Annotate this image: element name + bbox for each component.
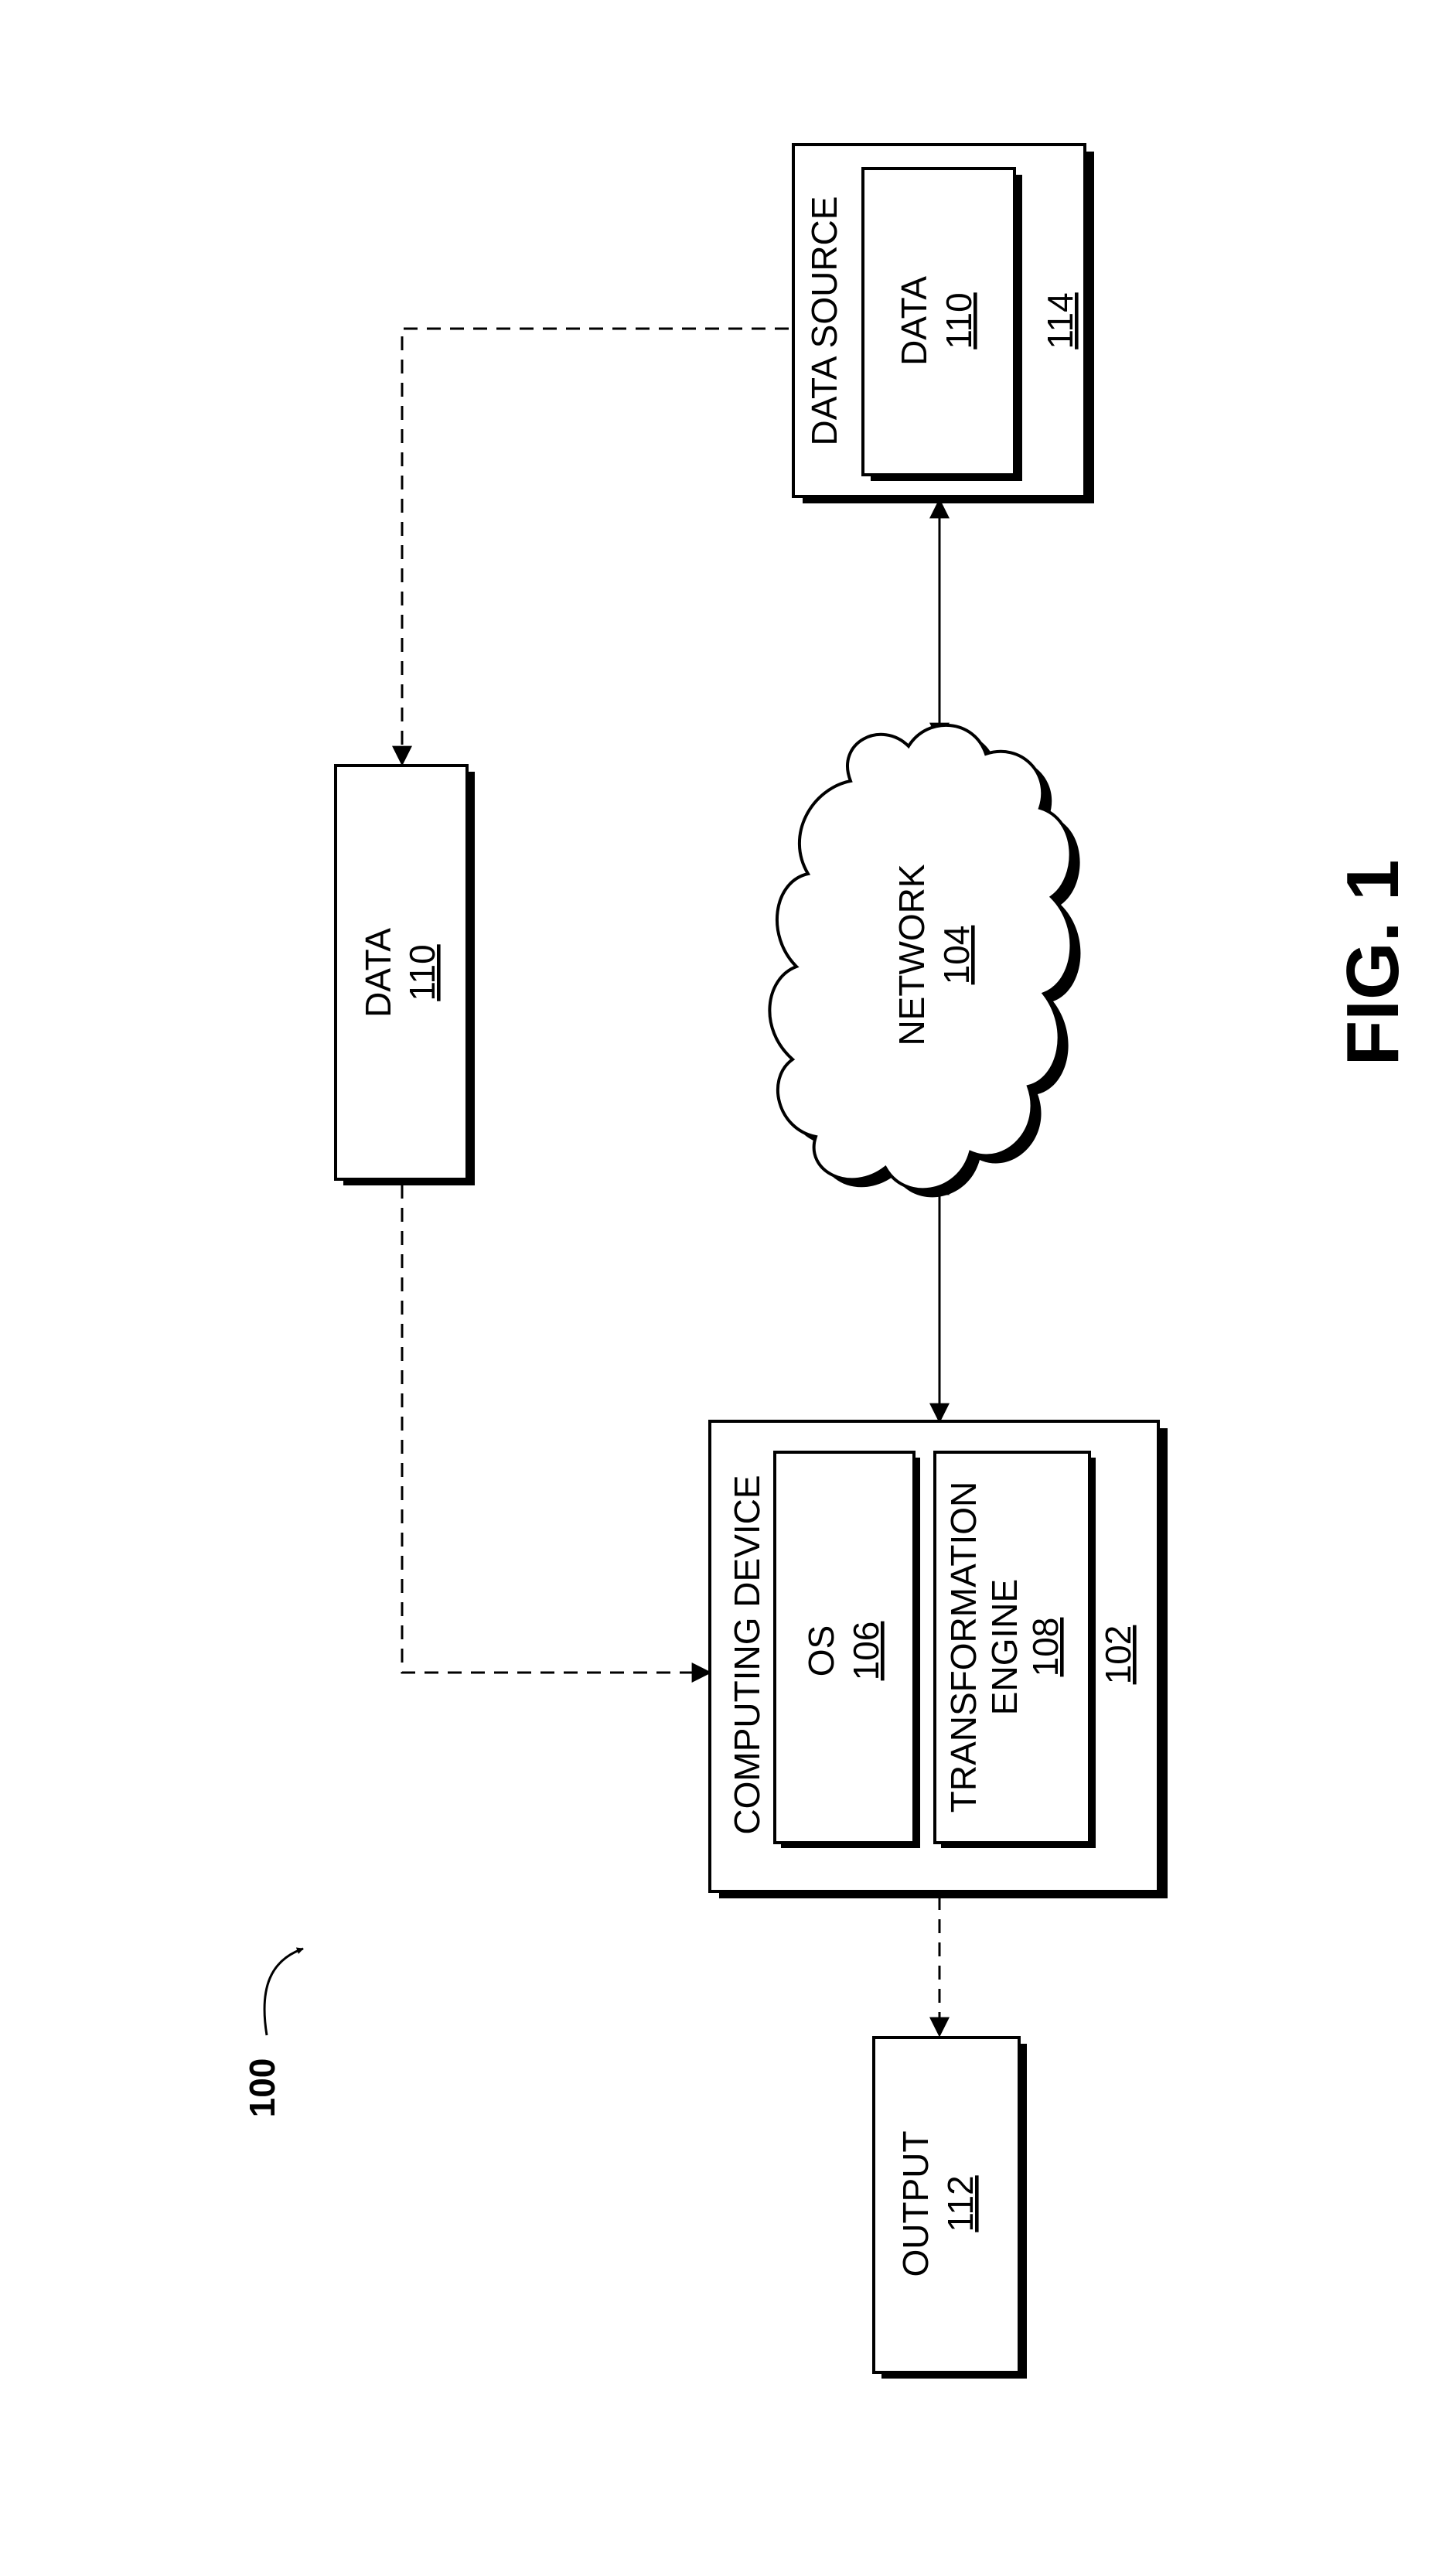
data-block: DATA 110 <box>336 766 475 1185</box>
data-source-box: DATA SOURCE DATA 110 114 <box>793 145 1094 503</box>
os-ref: 106 <box>846 1622 886 1681</box>
output-title: OUTPUT <box>895 2130 936 2276</box>
computing-device-ref: 102 <box>1098 1625 1138 1685</box>
computing-device-title: COMPUTING DEVICE <box>727 1475 767 1834</box>
data-source-inner-data-ref: 110 <box>939 292 979 349</box>
network-title: NETWORK <box>892 864 932 1045</box>
dashed-line-data-to-computing-device <box>402 1185 710 1673</box>
dashed-line-source-to-data <box>402 329 789 764</box>
system-reference: 100 <box>242 1949 303 2117</box>
output-box: OUTPUT 112 <box>874 2038 1027 2379</box>
engine-title-line2: ENGINE <box>984 1579 1025 1715</box>
network-cloud: NETWORK 104 <box>769 725 1080 1197</box>
data-source-ref: 114 <box>1040 292 1080 349</box>
os-title: OS <box>801 1625 841 1676</box>
system-ref-curved-arrow <box>264 1949 303 2035</box>
output-ref: 112 <box>940 2175 980 2232</box>
data-block-ref: 110 <box>402 944 442 1001</box>
computing-device-box: COMPUTING DEVICE OS 106 TRANSFORMATION E… <box>710 1421 1168 1898</box>
data-source-inner-data-title: DATA <box>894 276 934 366</box>
data-block-title: DATA <box>358 928 398 1018</box>
network-ref: 104 <box>936 926 977 985</box>
engine-title-line1: TRANSFORMATION <box>943 1482 984 1813</box>
data-source-title: DATA SOURCE <box>804 196 844 446</box>
engine-ref: 108 <box>1025 1618 1066 1677</box>
figure-label: FIG. 1 <box>1332 860 1414 1066</box>
system-ref-label: 100 <box>242 2058 282 2118</box>
